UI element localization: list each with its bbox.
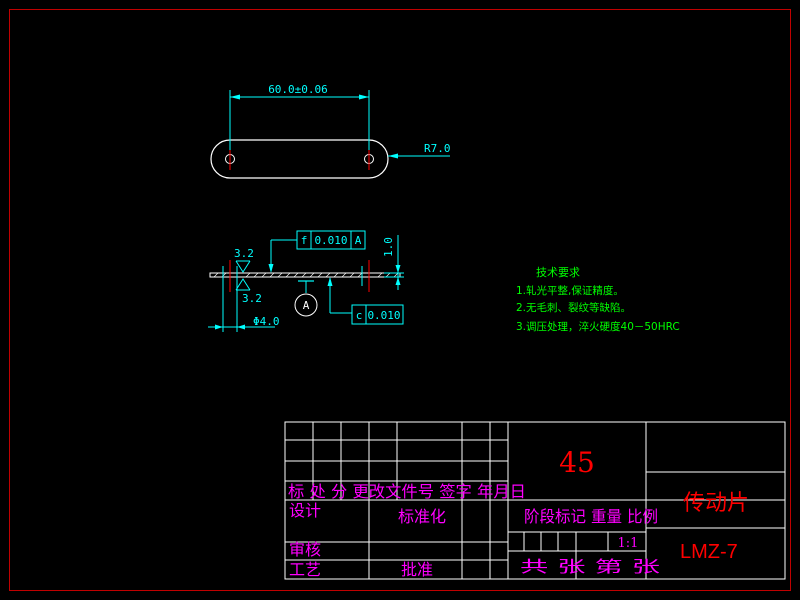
gdt-flatness-tolerance: 0.010: [314, 234, 347, 247]
roughness-symbol-top: [235, 260, 251, 273]
gdt-parallel-symbol: c: [356, 309, 363, 322]
slot-outline: [210, 139, 389, 179]
section-hatch: [213, 272, 399, 278]
dia-arrow-right: [237, 324, 245, 330]
radius-dimension-text: R7.0: [424, 142, 451, 155]
tech-requirement-1: 1.轧光平整,保证精度。: [516, 284, 624, 297]
tech-requirements: 技术要求 1.轧光平整,保证精度。 2.无毛刺、裂纹等缺陷。 3.调压处理，淬火…: [516, 266, 680, 333]
thickness-arrow-bottom: [395, 277, 401, 285]
gdt-flatness-datum: A: [355, 234, 362, 247]
plate-section: [209, 272, 401, 278]
top-view: 60.0±0.06 R7.0: [210, 83, 451, 179]
gdt-frame-flatness: [296, 230, 366, 250]
tech-requirement-2: 2.无毛刺、裂纹等缺陷。: [516, 301, 631, 314]
parallel-arrow: [327, 277, 333, 286]
side-view: Φ4.0 3.2 3.2 f 0.010 A 1.0 A: [208, 230, 404, 332]
title-block: [284, 421, 786, 580]
roughness-bottom-text: 3.2: [242, 292, 262, 305]
scale-value: 1:1: [618, 536, 639, 551]
datum-label: A: [303, 299, 310, 312]
arrow-right: [359, 94, 369, 100]
roughness-symbol-bottom: [235, 278, 251, 291]
drawing-number-text: LMZ-7: [680, 541, 738, 563]
revision-header-text: 标 处 分 更改文件号 签字 年月日: [288, 482, 526, 501]
roughness-top-text: 3.2: [234, 247, 254, 260]
tech-requirements-title: 技术要求: [536, 266, 580, 279]
flatness-arrow: [268, 264, 274, 273]
stage-header-text: 阶段标记 重量 比例: [524, 507, 658, 526]
datum-bubble: [294, 293, 318, 317]
gdt-flatness-symbol: f: [301, 234, 308, 247]
process-label: 工艺: [289, 560, 321, 579]
sheet-border: [9, 9, 791, 591]
thickness-arrow-top: [395, 265, 401, 273]
arrow-left: [230, 94, 240, 100]
tech-requirement-3: 3.调压处理，淬火硬度40－50HRC: [516, 320, 680, 333]
standardize-label: 标准化: [398, 507, 446, 526]
material-text: 45: [559, 446, 595, 479]
part-name-text: 传动片: [683, 491, 749, 516]
sheets-text: 共 张 第 张: [520, 557, 660, 576]
approve-label: 批准: [401, 560, 433, 579]
thickness-dimension-text: 1.0: [382, 237, 395, 257]
diameter-dimension-text: Φ4.0: [253, 315, 280, 328]
design-label: 设计: [289, 501, 321, 520]
review-label: 审核: [289, 540, 321, 559]
gdt-frame-parallel: [351, 304, 404, 325]
length-dimension-text: 60.0±0.06: [268, 83, 328, 96]
gdt-parallel-tolerance: 0.010: [367, 309, 400, 322]
dia-arrow-left: [215, 324, 223, 330]
radius-arrow: [388, 153, 398, 159]
